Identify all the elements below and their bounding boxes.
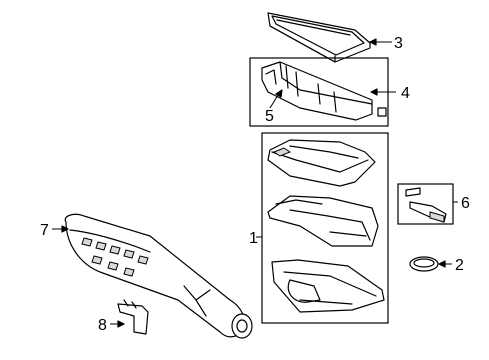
mass-airflow-sensor bbox=[405, 187, 447, 223]
callout-7: 7 bbox=[40, 222, 49, 239]
seal-ring bbox=[409, 256, 439, 272]
callout-1: 1 bbox=[249, 230, 258, 247]
housing-upper-cover bbox=[261, 61, 387, 121]
mounting-bracket bbox=[117, 299, 149, 335]
callout-4: 4 bbox=[401, 85, 410, 102]
callout-6: 6 bbox=[461, 195, 470, 212]
air-filter-element bbox=[267, 12, 371, 63]
housing-lower-section bbox=[271, 259, 385, 313]
callout-5: 5 bbox=[265, 108, 274, 125]
housing-middle-section bbox=[267, 195, 379, 247]
sensor-box bbox=[397, 183, 454, 225]
callout-3: 3 bbox=[394, 35, 403, 52]
callout-2: 2 bbox=[455, 257, 464, 274]
housing-top-section bbox=[267, 139, 376, 187]
air-cleaner-assembly-box bbox=[261, 132, 389, 324]
callout-8: 8 bbox=[98, 317, 107, 334]
intake-tube bbox=[64, 213, 253, 339]
